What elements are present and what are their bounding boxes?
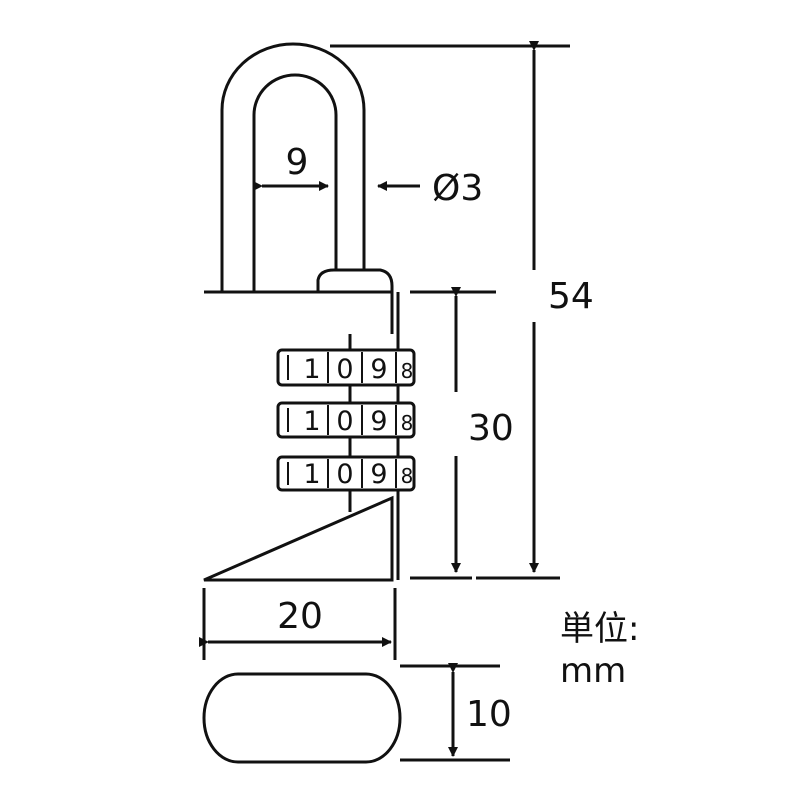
dial-row-2-frame — [276, 401, 416, 439]
lock-body-outline — [203, 290, 394, 582]
dimension-shackle-gap-label: 9 — [286, 142, 309, 183]
dial-row-3-digit-3: 9 — [370, 459, 387, 490]
shackle — [220, 42, 366, 292]
bottom-view-outline — [202, 672, 402, 764]
dial-row-3-frame — [276, 455, 416, 492]
dial-row-1-digit-3: 9 — [370, 354, 387, 385]
dimension-shackle-diameter-label: Ø3 — [432, 168, 483, 209]
dimension-shackle-gap: 9 — [253, 142, 329, 191]
dial-row-3-digit-1: 1 — [303, 459, 320, 490]
dial-row-2-digit-2: 0 — [336, 406, 353, 437]
dial-row-3: 1 0 9 8 — [276, 455, 416, 492]
dimension-overall-height: 54 — [330, 41, 594, 580]
dimension-body-height-label: 30 — [468, 408, 514, 449]
dimension-overall-height-label: 54 — [548, 276, 594, 317]
shackle-inner-outline — [252, 73, 338, 292]
dial-row-2-digit-3: 9 — [370, 406, 387, 437]
dimension-body-width: 20 — [199, 588, 397, 660]
shackle-collar — [316, 268, 394, 294]
dimension-body-depth-label: 10 — [466, 694, 512, 735]
dial-row-2-digit-1: 1 — [303, 406, 320, 437]
dial-row-2: 1 0 9 8 — [276, 401, 416, 439]
dial-row-1-digit-4: 8 — [401, 359, 414, 383]
dial-row-1: 1 0 9 8 — [276, 348, 416, 387]
dial-row-3-digit-2: 0 — [336, 459, 353, 490]
dial-row-2-digit-4: 8 — [401, 411, 414, 435]
dial-row-1-digit-2: 0 — [336, 354, 353, 385]
dimension-body-depth: 10 — [400, 663, 512, 762]
unit-label: 単位: — [560, 609, 639, 649]
dimension-shackle-diameter: Ø3 — [377, 168, 483, 209]
unit-note: 単位: mm — [560, 609, 639, 691]
dial-row-1-digit-1: 1 — [303, 354, 320, 385]
unit-value: mm — [560, 651, 626, 691]
dimension-body-width-label: 20 — [277, 596, 323, 637]
dimension-body-height: 30 — [410, 287, 514, 580]
dial-row-1-frame — [276, 348, 416, 387]
dial-row-3-digit-4: 8 — [401, 464, 414, 488]
shackle-outer-outline — [220, 42, 366, 292]
